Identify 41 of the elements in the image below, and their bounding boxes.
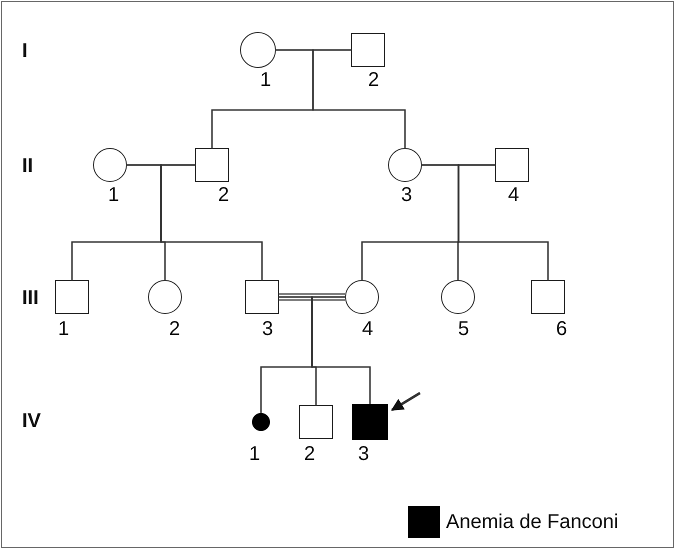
individual-number: 2 — [169, 318, 180, 340]
individual-number: 2 — [304, 443, 316, 465]
female-circle — [252, 413, 270, 431]
individual-number: 5 — [458, 318, 470, 340]
generation-label: II — [22, 155, 34, 177]
individual-number: 3 — [358, 443, 370, 465]
female-circle — [345, 280, 379, 314]
generation-label: I — [22, 40, 28, 62]
female-circle — [240, 32, 276, 68]
generation-label: IV — [22, 410, 41, 432]
individual-number: 1 — [108, 184, 120, 206]
generation-label: III — [22, 287, 39, 309]
individual-number: 6 — [556, 318, 568, 340]
male-square — [531, 280, 565, 314]
proband-arrow — [390, 392, 421, 412]
individual-number: 4 — [508, 184, 520, 206]
individual-number: 4 — [362, 318, 374, 340]
male-square — [495, 148, 529, 182]
female-circle — [441, 280, 475, 314]
male-square — [352, 404, 388, 440]
female-circle — [388, 148, 422, 182]
male-square — [55, 280, 89, 314]
individual-number: 1 — [260, 69, 272, 91]
individual-number: 1 — [249, 443, 260, 465]
individual-number: 2 — [218, 184, 230, 206]
male-square — [245, 280, 279, 314]
male-square — [351, 33, 385, 67]
individual-number: 1 — [58, 318, 70, 340]
descent-line — [458, 164, 549, 280]
female-circle — [148, 280, 182, 314]
legend-text: Anemia de Fanconi — [446, 510, 618, 534]
descent-line — [160, 164, 263, 280]
individual-number: 3 — [401, 184, 412, 206]
male-square — [299, 405, 333, 439]
consanguineous-mating-line — [278, 293, 346, 301]
descent-line — [311, 296, 371, 404]
individual-number: 2 — [368, 69, 380, 91]
individual-number: 3 — [262, 318, 274, 340]
male-square — [195, 148, 229, 182]
female-circle — [93, 148, 127, 182]
descent-line — [312, 49, 406, 148]
